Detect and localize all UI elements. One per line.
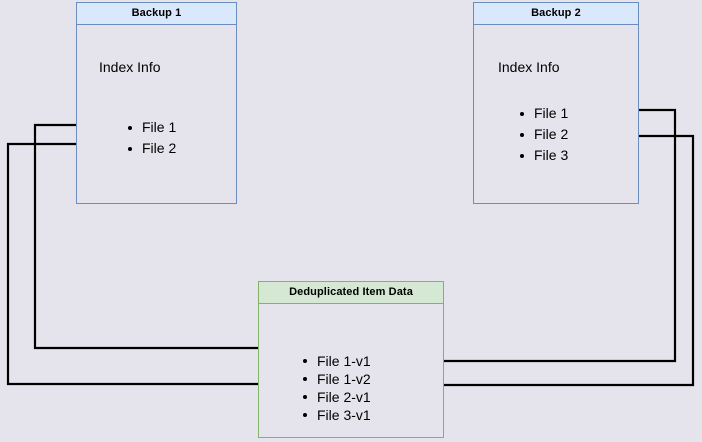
node-backup-2[interactable]: Backup 2 Index Info File 1 File 2 File 3 bbox=[473, 2, 639, 204]
node-deduplicated-item-data[interactable]: Deduplicated Item Data File 1-v1 File 1-… bbox=[258, 281, 444, 438]
node-backup-1[interactable]: Backup 1 Index Info File 1 File 2 bbox=[76, 2, 237, 204]
backup-2-file-list: File 1 File 2 File 3 bbox=[518, 103, 568, 166]
node-deduplicated-item-data-body: File 1-v1 File 1-v2 File 2-v1 File 3-v1 bbox=[259, 304, 443, 437]
backup-1-index-info-label: Index Info bbox=[99, 59, 161, 75]
backup-1-file-list: File 1 File 2 bbox=[126, 117, 176, 159]
list-item: File 2 bbox=[126, 138, 176, 159]
backup-2-index-info-label: Index Info bbox=[498, 59, 560, 75]
node-backup-2-body: Index Info File 1 File 2 File 3 bbox=[474, 25, 638, 203]
list-item: File 1-v2 bbox=[301, 370, 371, 388]
node-deduplicated-item-data-title: Deduplicated Item Data bbox=[259, 282, 443, 304]
list-item: File 1-v1 bbox=[301, 352, 371, 370]
list-item: File 1 bbox=[126, 117, 176, 138]
list-item: File 3-v1 bbox=[301, 406, 371, 424]
dedup-item-list: File 1-v1 File 1-v2 File 2-v1 File 3-v1 bbox=[301, 352, 371, 424]
list-item: File 2 bbox=[518, 124, 568, 145]
list-item: File 1 bbox=[518, 103, 568, 124]
list-item: File 2-v1 bbox=[301, 388, 371, 406]
node-backup-1-body: Index Info File 1 File 2 bbox=[77, 25, 236, 203]
node-backup-1-title: Backup 1 bbox=[77, 3, 236, 25]
node-backup-2-title: Backup 2 bbox=[474, 3, 638, 25]
list-item: File 3 bbox=[518, 145, 568, 166]
